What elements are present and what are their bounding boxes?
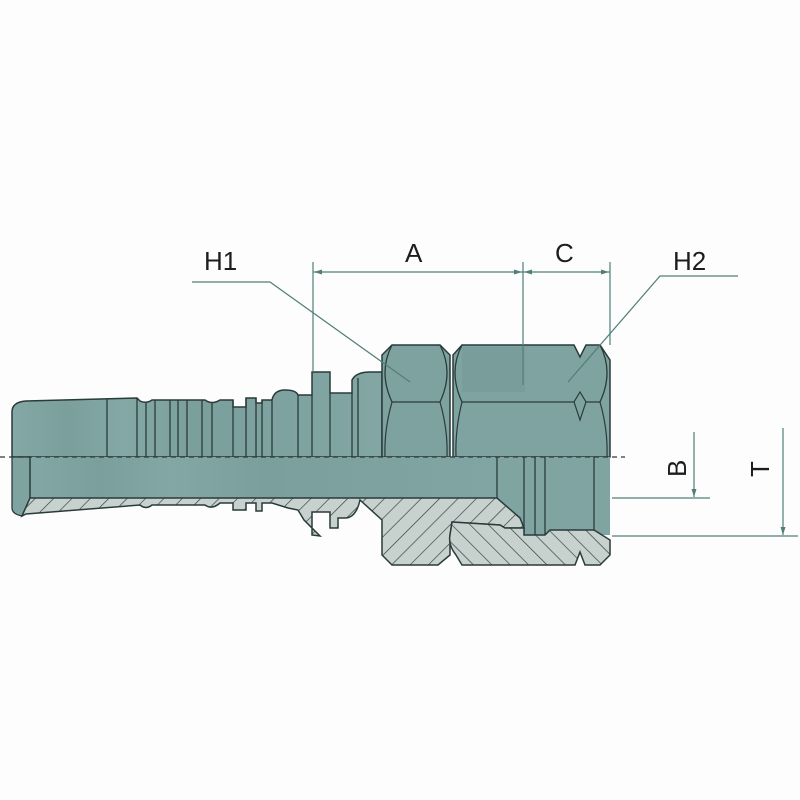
dimension-lines [192, 262, 798, 537]
section-nut [448, 521, 611, 566]
label-a: A [405, 238, 423, 268]
label-h1: H1 [204, 246, 237, 276]
nut-h2 [452, 344, 611, 458]
label-c: C [555, 238, 574, 268]
label-b: B [662, 460, 692, 477]
label-t: T [745, 461, 775, 477]
section-body [20, 497, 526, 566]
label-h2: H2 [673, 246, 706, 276]
bore [11, 456, 610, 535]
dimension-arrows [314, 269, 786, 535]
hose-tail-upper [11, 371, 383, 458]
hex-h1 [381, 344, 451, 458]
